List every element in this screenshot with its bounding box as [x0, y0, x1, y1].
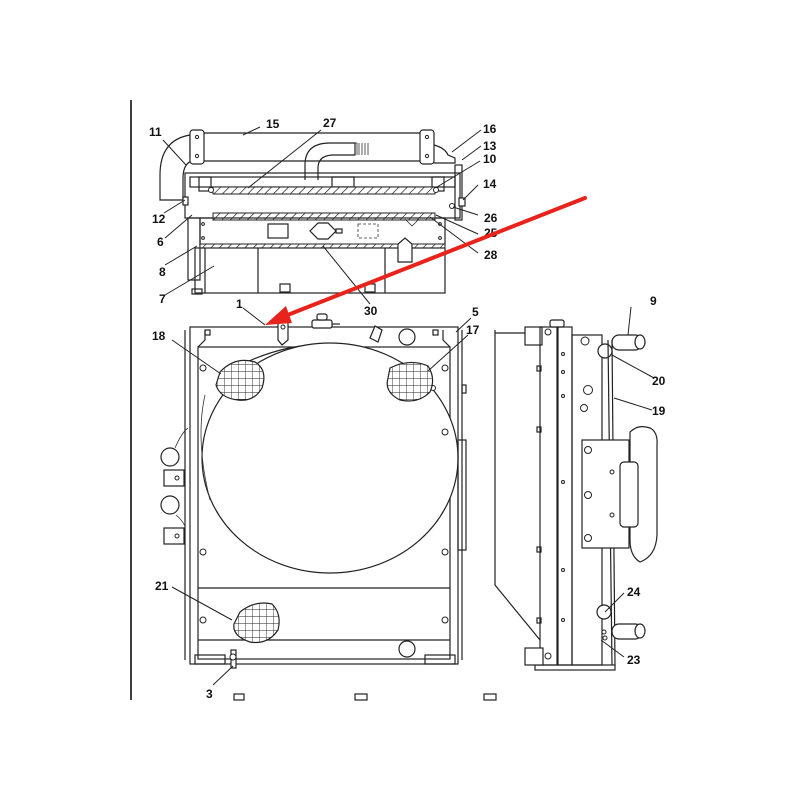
side-view — [494, 319, 658, 671]
front-view — [160, 313, 497, 701]
label-16: 16 — [483, 122, 497, 136]
label-21: 21 — [155, 579, 169, 593]
label-26: 26 — [484, 211, 498, 225]
label-20: 20 — [652, 374, 666, 388]
label-13: 13 — [483, 139, 497, 153]
label-8: 8 — [159, 265, 166, 279]
label-10: 10 — [483, 152, 497, 166]
label-1: 1 — [236, 297, 243, 311]
label-18: 18 — [152, 329, 166, 343]
label-5: 5 — [472, 305, 479, 319]
label-28: 28 — [484, 248, 498, 262]
mesh-screen-17 — [386, 361, 434, 402]
part-labels: 15 27 11 16 13 10 14 12 26 25 6 28 8 7 3… — [149, 116, 666, 701]
label-11: 11 — [149, 125, 162, 139]
label-27: 27 — [323, 116, 337, 130]
label-9: 9 — [650, 294, 657, 308]
top-view — [159, 129, 466, 295]
label-24: 24 — [627, 585, 641, 599]
label-7: 7 — [159, 292, 166, 306]
mesh-screen-21 — [233, 602, 280, 644]
label-17: 17 — [466, 323, 480, 337]
label-15: 15 — [266, 117, 280, 131]
label-23: 23 — [627, 653, 641, 667]
label-30: 30 — [364, 304, 378, 318]
label-6: 6 — [157, 235, 164, 249]
mesh-screen-18 — [215, 359, 265, 401]
leader-lines — [162, 126, 655, 686]
label-14: 14 — [483, 177, 497, 191]
label-19: 19 — [652, 404, 666, 418]
red-annotation-arrow — [265, 196, 587, 325]
label-12: 12 — [152, 212, 166, 226]
label-3: 3 — [206, 687, 213, 701]
